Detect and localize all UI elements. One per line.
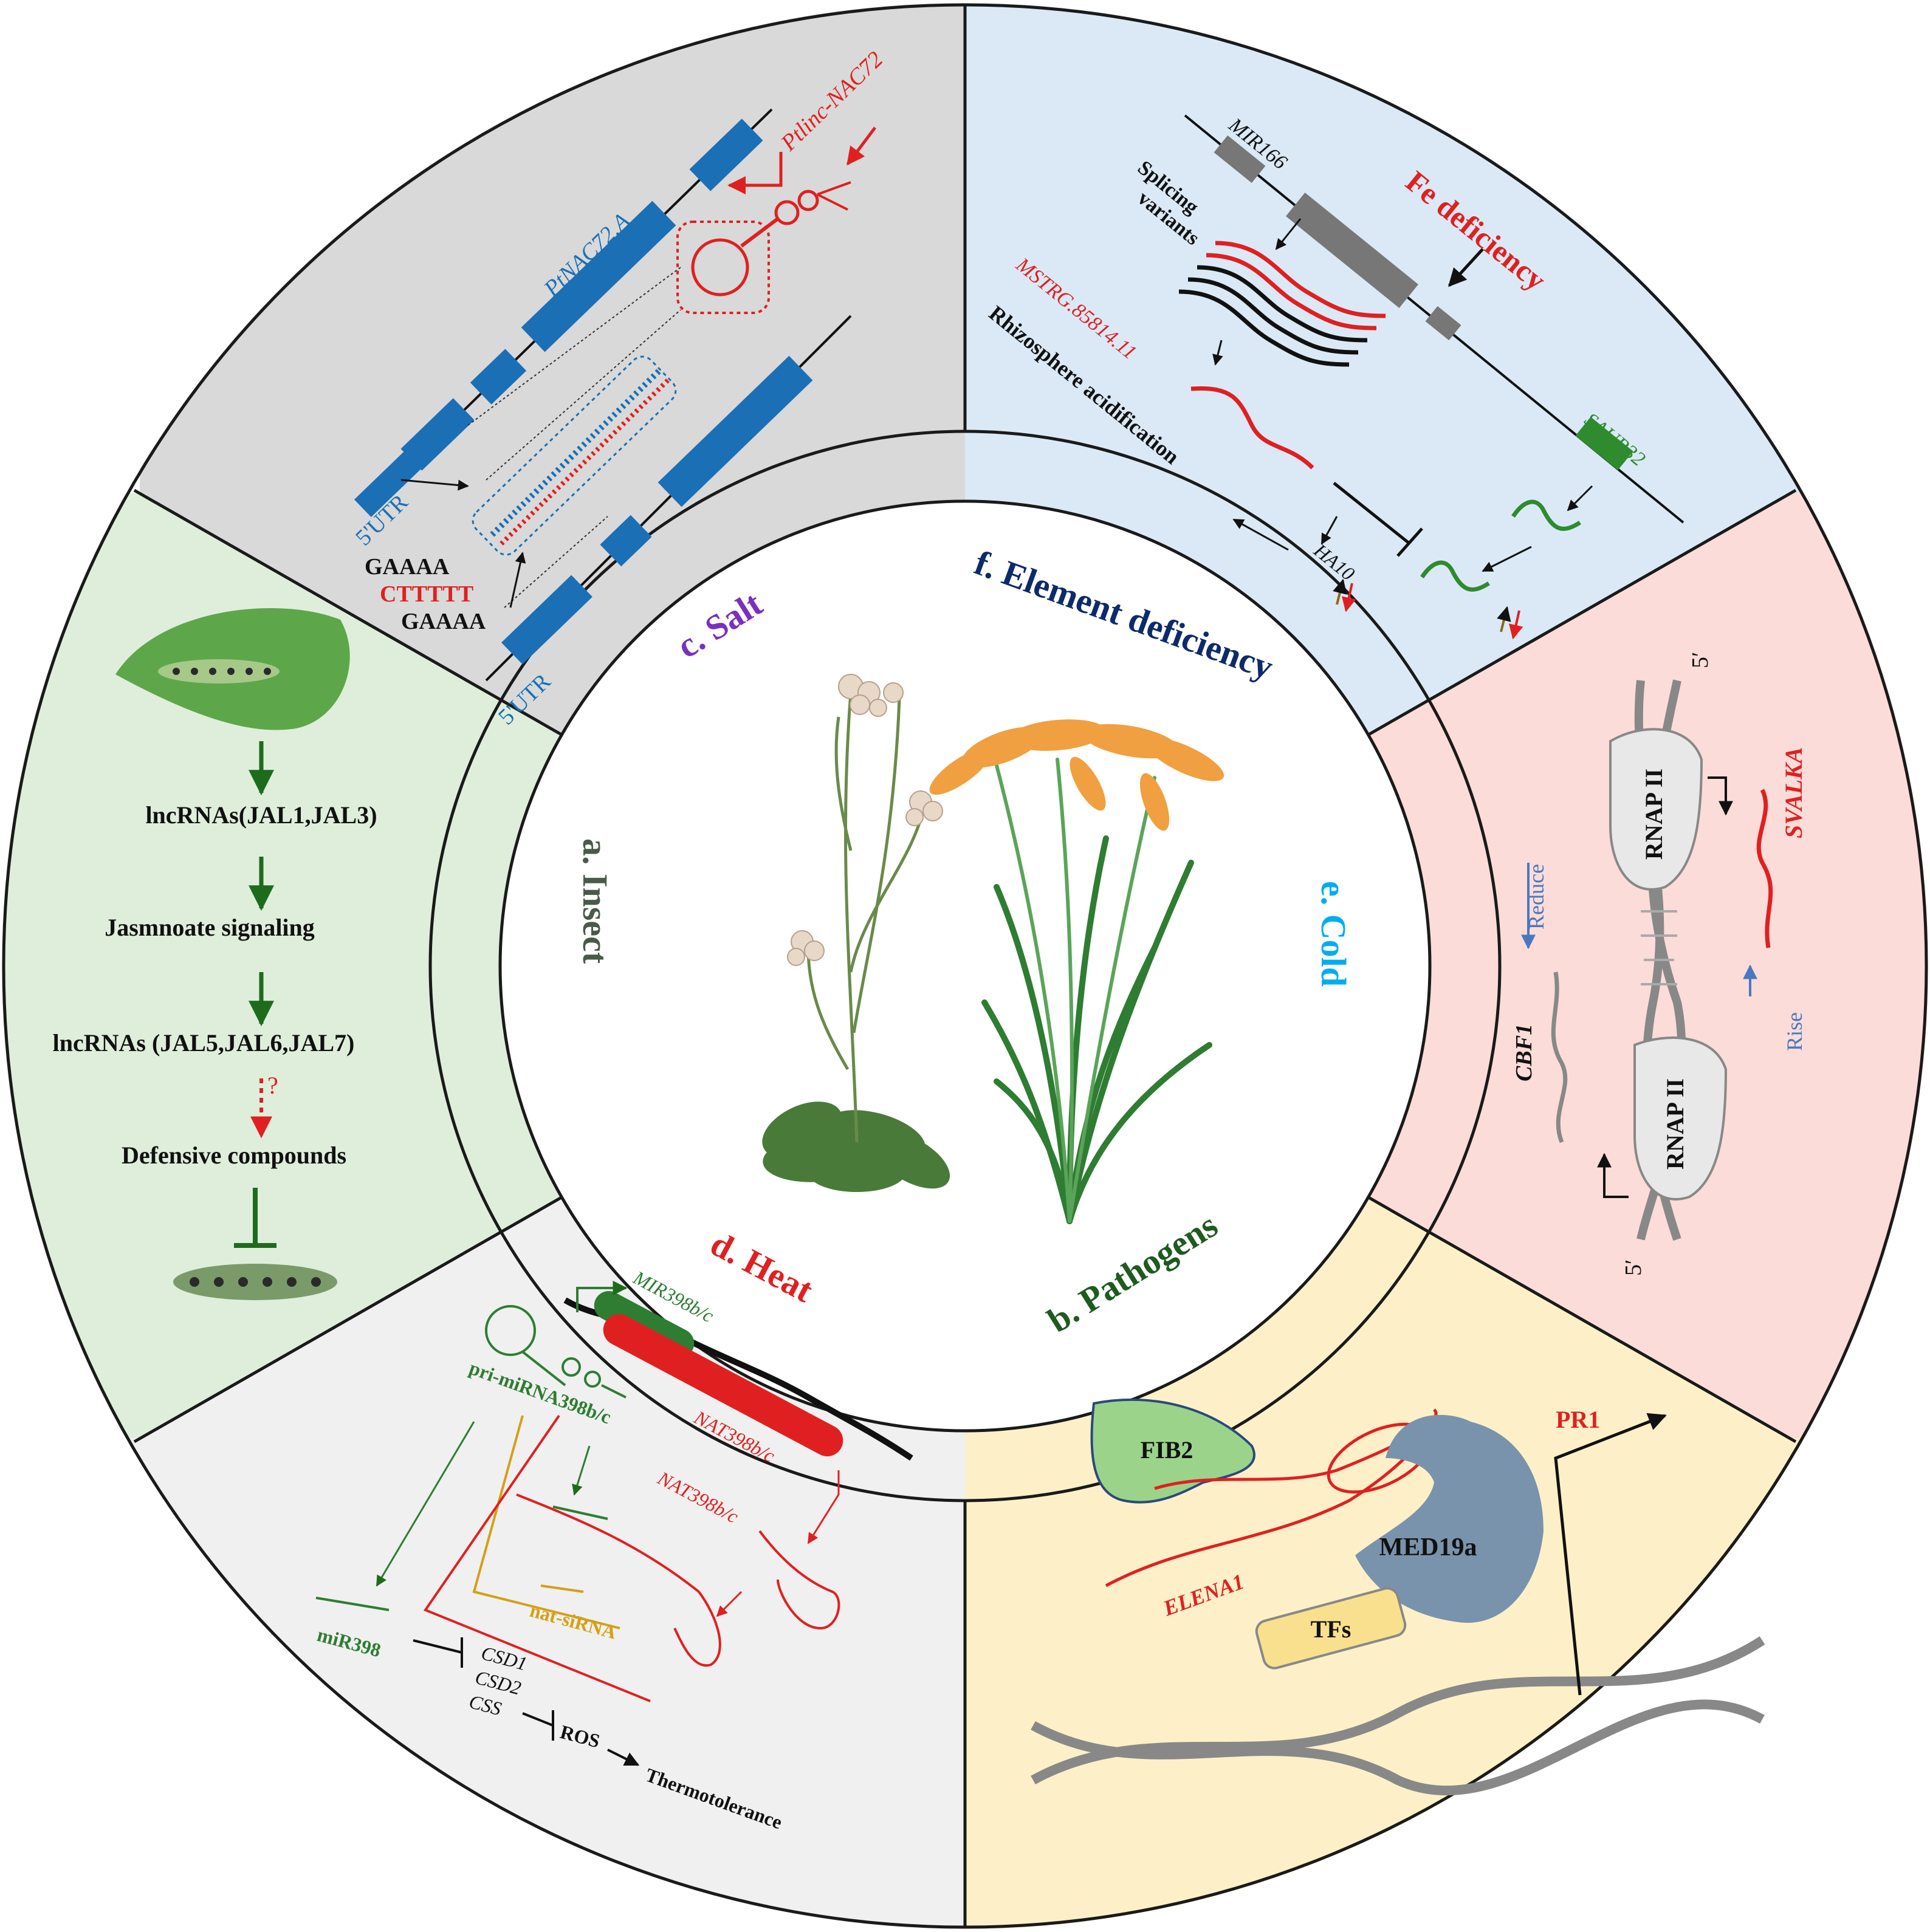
motif-2: CTTTTT	[380, 581, 473, 607]
caterpillar-target-icon	[173, 1264, 337, 1300]
motif-3: GAAAA	[401, 609, 486, 634]
rise-label: Rise	[1782, 1012, 1807, 1051]
nat398-fragment-structure	[516, 1493, 840, 1667]
rnap-top	[1609, 728, 1703, 891]
gene-a-exons	[354, 118, 763, 518]
arabidopsis-plant	[762, 674, 950, 1192]
pr1-arrow	[1554, 1413, 1667, 1696]
rice-plant	[929, 719, 1224, 1224]
rnap-bottom	[1633, 1036, 1728, 1201]
gene-b-exons	[501, 355, 813, 665]
five-prime-bottom: 5′	[1621, 1259, 1646, 1276]
title-cold: e. Cold	[1314, 881, 1353, 987]
ha10-updown-arrows	[1333, 578, 1356, 612]
heat-inhibition-lines	[423, 1414, 651, 1702]
insect-step-2: Jasmnoate signaling	[105, 914, 315, 941]
csd-inhibition	[413, 1637, 463, 1668]
med19a-label: MED19a	[1379, 1533, 1477, 1561]
middle-ring	[428, 430, 1502, 1502]
inhibition-icon	[234, 1188, 276, 1248]
ros-inhibition	[522, 1710, 554, 1741]
mir398-fragment	[315, 1597, 390, 1611]
mstrg-transcript	[1190, 386, 1314, 470]
cold-panel: RNAP II RNAP II 5′ 5′ SVALKA Rise CBF1 R…	[1511, 652, 1807, 1276]
nat-sirna-fragment	[540, 1584, 584, 1593]
cbf1-label: CBF1	[1511, 1024, 1537, 1081]
nat398-gene-bar	[603, 1314, 843, 1457]
splicing-variants	[1178, 241, 1386, 367]
cbf1-transcript	[1551, 971, 1568, 1143]
sector-insect-bg	[2, 493, 965, 1438]
insect-step-4: Defensive compounds	[122, 1142, 346, 1169]
lncrna-promoter	[727, 126, 876, 194]
pr1-label: PR1	[1556, 1406, 1600, 1433]
saur32-transcript-1	[1511, 499, 1581, 531]
insect-panel: lncRNAs(JAL1,JAL3) Jasmnoate signaling l…	[53, 608, 377, 1300]
saur32-updown-arrows	[1497, 606, 1523, 640]
dashed-guides	[467, 267, 681, 608]
center-disc	[498, 499, 1432, 1433]
tfs-label: TFs	[1311, 1615, 1351, 1643]
insect-uncertain-mark: ?	[267, 1072, 278, 1099]
svalka-transcript	[1756, 789, 1773, 948]
pri-mirna-hairpin	[485, 1305, 627, 1399]
title-insect: a. Insect	[575, 838, 615, 964]
reduce-label: Reduce	[1524, 864, 1548, 930]
svalka-label: SVALKA	[1780, 747, 1807, 838]
motif-1: GAAAA	[365, 554, 450, 580]
insect-step-3: lncRNAs (JAL5,JAL6,JAL7)	[53, 1029, 355, 1057]
insect-step-1: lncRNAs(JAL1,JAL3)	[145, 801, 377, 829]
fib2-label: FIB2	[1141, 1436, 1193, 1464]
pathogen-dna	[1031, 1636, 1765, 1796]
mirna-fragment	[552, 1506, 608, 1520]
inhibit-ha10	[1333, 482, 1423, 557]
med19a-shape	[1355, 1414, 1544, 1623]
tfs-shape	[1255, 1587, 1407, 1670]
rnap-top-label: RNAP II	[1640, 769, 1667, 860]
pathogens-panel: FIB2 ELENA1 MED19a TFs PR1	[1031, 1398, 1765, 1796]
caterpillar-icon	[158, 659, 280, 683]
saur32-transcript-2	[1420, 560, 1490, 592]
rnap-bottom-label: RNAP II	[1661, 1078, 1689, 1170]
sector-cold-bg	[965, 493, 1928, 1438]
lncrna-stem-loop	[676, 181, 851, 314]
five-prime-top: 5′	[1688, 652, 1713, 668]
